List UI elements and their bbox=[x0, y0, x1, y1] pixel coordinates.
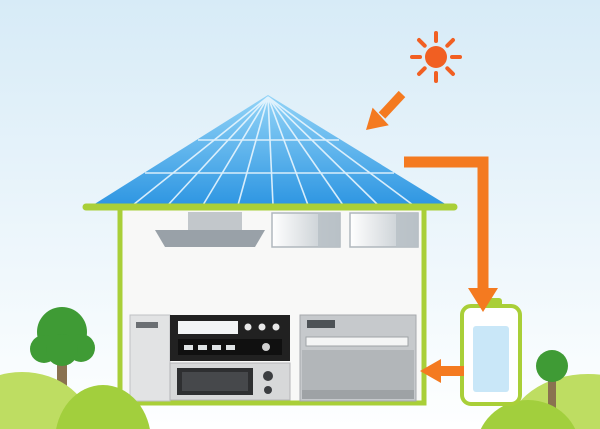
energy-flow-arrows bbox=[366, 90, 498, 383]
arrow-head bbox=[420, 359, 441, 383]
cabinet-vent-slot bbox=[136, 322, 158, 328]
button bbox=[226, 345, 235, 350]
arrow-shaft bbox=[378, 90, 406, 119]
door-shadow bbox=[302, 390, 414, 399]
house bbox=[82, 95, 458, 406]
vent-slot bbox=[307, 320, 335, 328]
range-hood-chimney bbox=[188, 212, 242, 230]
sun-core bbox=[425, 46, 447, 68]
kitchen-appliance-stack bbox=[129, 314, 291, 402]
arrow-battery-to-appliances bbox=[420, 359, 464, 383]
dishwasher-unit bbox=[299, 314, 417, 402]
battery-charge-level bbox=[473, 326, 509, 392]
tree-large bbox=[30, 307, 95, 404]
greenery bbox=[0, 307, 600, 429]
upstairs-window-right bbox=[349, 212, 419, 248]
solar-panel-roof bbox=[82, 95, 458, 211]
tree-trunk bbox=[57, 350, 67, 404]
knob bbox=[262, 343, 270, 351]
tree-trunk bbox=[548, 376, 556, 410]
sun-rays bbox=[410, 31, 462, 83]
button bbox=[184, 345, 193, 350]
range-hood-canopy bbox=[155, 230, 265, 247]
display-panel bbox=[178, 321, 238, 334]
arrow-sun-to-roof bbox=[366, 90, 406, 130]
arrow-head bbox=[366, 107, 389, 130]
sun-icon bbox=[410, 31, 462, 83]
knob bbox=[244, 323, 252, 331]
microwave-dial bbox=[264, 386, 272, 394]
handle-groove bbox=[305, 336, 409, 347]
button bbox=[212, 345, 221, 350]
range-hood bbox=[155, 212, 265, 247]
arrow-roof-to-battery bbox=[404, 156, 498, 312]
knob bbox=[258, 323, 266, 331]
knob bbox=[272, 323, 280, 331]
tree-canopy bbox=[536, 350, 568, 382]
arrow-head bbox=[468, 288, 498, 312]
microwave-window bbox=[182, 372, 248, 391]
tree-small bbox=[536, 350, 568, 410]
bush-left-front bbox=[56, 385, 150, 429]
tree-canopy bbox=[30, 307, 95, 366]
upstairs-window-left bbox=[271, 212, 341, 248]
button bbox=[198, 345, 207, 350]
window-shade bbox=[318, 213, 340, 247]
microwave-dial bbox=[263, 371, 273, 381]
arrow-shaft bbox=[404, 156, 489, 290]
side-cabinet bbox=[129, 314, 171, 402]
bush-right-front bbox=[480, 400, 576, 429]
panel-grid bbox=[132, 96, 414, 206]
storage-battery bbox=[460, 298, 522, 406]
window-shade bbox=[396, 213, 418, 247]
